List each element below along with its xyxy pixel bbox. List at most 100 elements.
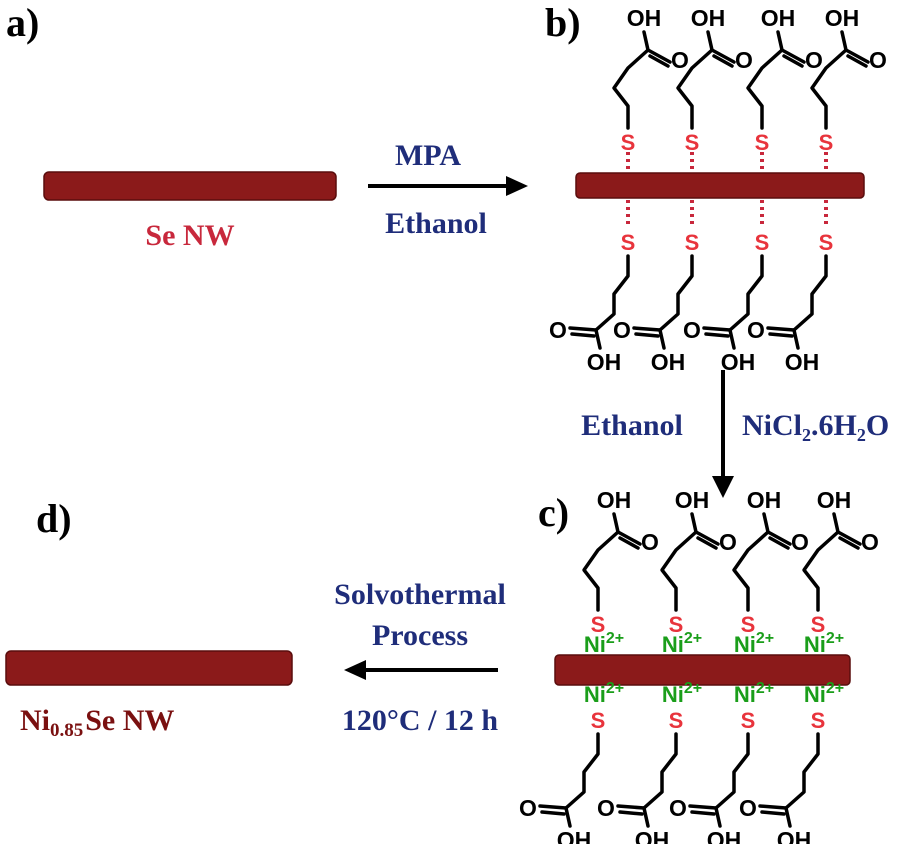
- c-4-upper-carbonyl: [836, 530, 862, 546]
- b-1-upper-oxygen-atom: O: [671, 47, 689, 73]
- c-1-upper-carbonyl: [616, 530, 642, 546]
- b-2-upper-oh-bond: [706, 30, 714, 52]
- b-2-lower-carbonyl: [632, 326, 662, 332]
- b-4-upper-hydroxyl: OH: [825, 5, 860, 31]
- b-4-lower-hydroxyl: OH: [785, 349, 820, 375]
- b-1-upper-carbonyl-double: [648, 54, 670, 68]
- c-4-lower-chain: [784, 732, 820, 810]
- b-3-lower-carbonyl: [702, 326, 732, 332]
- b-2-upper-oxygen-atom: O: [735, 47, 753, 73]
- b-1-upper-hydroxyl: OH: [627, 5, 662, 31]
- step3-arrow: [344, 660, 498, 680]
- b-1-lower-sulfur-atom: S: [621, 230, 636, 255]
- step3-line1: Solvothermal: [334, 578, 506, 611]
- c-1-upper-oxygen-atom: O: [641, 529, 659, 555]
- c-3-lower-carbonyl-double: [690, 810, 716, 816]
- c-1-upper-chain: [582, 530, 620, 612]
- c-2-upper-oxygen-atom: O: [719, 529, 737, 555]
- b-3-lower-hydroxyl: OH: [721, 349, 756, 375]
- b-3-lower-oxygen-atom: O: [683, 317, 701, 343]
- c-1-upper-carbonyl-double: [618, 536, 640, 550]
- b-2-lower-sulfur-atom: S: [685, 230, 700, 255]
- b-1-lower-ligand: S O OH: [549, 230, 635, 375]
- c-3-upper-carbonyl-double: [768, 536, 790, 550]
- c-2-lower-hydroxyl: OH: [635, 827, 670, 844]
- c-1-lower-oh-bond: [564, 806, 572, 828]
- b-4-lower-oh-bond: [792, 328, 800, 350]
- b-2-lower-hydroxyl: OH: [651, 349, 686, 375]
- b-4-upper-carbonyl: [844, 48, 870, 64]
- b-3-lower-ligand: S O OH: [683, 230, 769, 375]
- c-upper-ni-ion-4: Ni2+: [804, 630, 844, 657]
- b-4-upper-sulfur-atom: S: [819, 130, 834, 155]
- c-3-lower-carbonyl: [688, 804, 718, 810]
- product-label: Ni0.85Se NW: [20, 704, 174, 741]
- b-2-lower-chain: [658, 254, 694, 332]
- step1-solvent: Ethanol: [385, 207, 487, 240]
- c-4-lower-sulfur-atom: S: [811, 708, 826, 733]
- panel-label-a: a): [6, 0, 39, 45]
- c-2-upper-oh-bond: [690, 512, 698, 534]
- b-1-upper-oh-bond: [642, 30, 650, 52]
- b-3-upper-oxygen-atom: O: [805, 47, 823, 73]
- b-1-lower-carbonyl-double: [570, 332, 596, 338]
- panel-label-d: d): [36, 496, 72, 541]
- c-2-upper-hydroxyl: OH: [675, 487, 710, 513]
- c-3-lower-chain: [714, 732, 750, 810]
- c-1-lower-hydroxyl: OH: [557, 827, 592, 844]
- c-lower-ni-ion-1: Ni2+: [584, 680, 624, 707]
- c-4-upper-chain: [802, 530, 840, 612]
- c-1-lower-carbonyl: [538, 804, 568, 810]
- b-4-lower-sulfur-atom: S: [819, 230, 834, 255]
- c-3-lower-sulfur-atom: S: [741, 708, 756, 733]
- c-1-lower-sulfur-atom: S: [591, 708, 606, 733]
- c-lower-ni-ion-4: Ni2+: [804, 680, 844, 707]
- se-nw-label: Se NW: [145, 219, 234, 252]
- b-1-lower-oh-bond: [594, 328, 602, 350]
- c-4-lower-oh-bond: [784, 806, 792, 828]
- c-2-upper-carbonyl-double: [696, 536, 718, 550]
- c-3-lower-oh-bond: [714, 806, 722, 828]
- c-4-lower-carbonyl-double: [760, 810, 786, 816]
- b-1-lower-hydroxyl: OH: [587, 349, 622, 375]
- b-4-lower-chain: [792, 254, 828, 332]
- b-2-upper-chain: [676, 48, 714, 130]
- b-2-upper-carbonyl-double: [712, 54, 734, 68]
- c-3-upper-oxygen-atom: O: [791, 529, 809, 555]
- b-2-lower-carbonyl-double: [634, 332, 660, 338]
- c-2-lower-chain: [642, 732, 678, 810]
- se-nanowire: [43, 171, 337, 201]
- b-1-upper-ligand: S O OH: [612, 5, 689, 155]
- b-2-lower-oh-bond: [658, 328, 666, 350]
- step1-reagent: MPA: [395, 139, 461, 172]
- c-2-lower-oxygen-atom: O: [597, 795, 615, 821]
- b-3-upper-sulfur-atom: S: [755, 130, 770, 155]
- b-4-upper-chain: [810, 48, 848, 130]
- b-2-lower-ligand: S O OH: [613, 230, 699, 375]
- b-1-lower-oxygen-atom: O: [549, 317, 567, 343]
- c-upper-ni-ion-2: Ni2+: [662, 630, 702, 657]
- c-2-lower-carbonyl: [616, 804, 646, 810]
- b-4-lower-carbonyl-double: [768, 332, 794, 338]
- c-3-upper-chain: [732, 530, 770, 612]
- c-3-lower-oxygen-atom: O: [669, 795, 687, 821]
- b-2-upper-hydroxyl: OH: [691, 5, 726, 31]
- step2-arrow: [712, 370, 734, 498]
- b-1-upper-sulfur-atom: S: [621, 130, 636, 155]
- c-upper-ni-ion-3: Ni2+: [734, 630, 774, 657]
- step3-conditions: 120°C / 12 h: [342, 704, 498, 737]
- c-lower-ni-ion-3: Ni2+: [734, 680, 774, 707]
- c-2-lower-oh-bond: [642, 806, 650, 828]
- c-4-upper-oxygen-atom: O: [861, 529, 879, 555]
- b-1-lower-carbonyl: [568, 326, 598, 332]
- b-1-lower-chain: [594, 254, 630, 332]
